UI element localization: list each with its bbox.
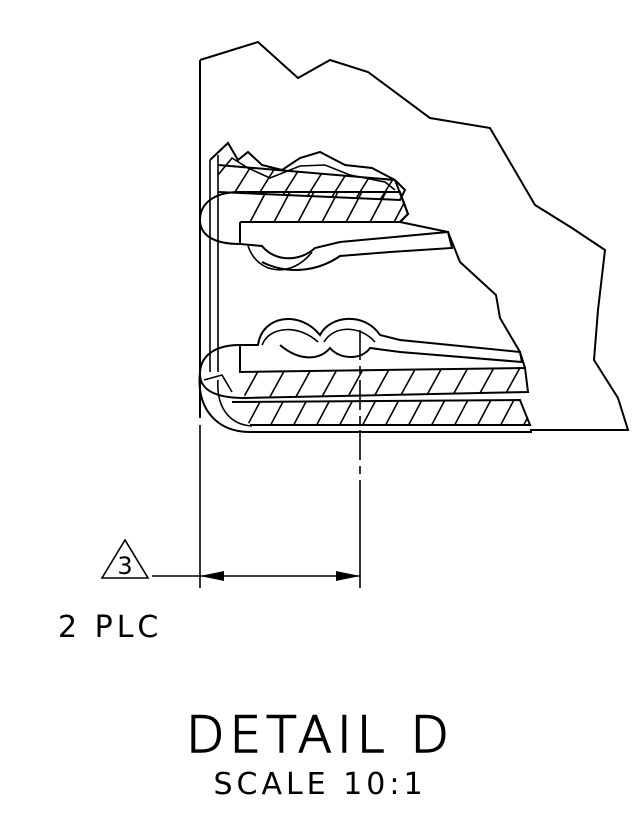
housing-break-outline [199, 40, 630, 431]
top-plate [217, 164, 407, 202]
callout-quantity: 2 PLC [58, 610, 162, 645]
top-wavy-cap-inner [217, 156, 396, 191]
bottom-spring-finger [240, 317, 524, 364]
bottom-end-detail [203, 374, 233, 393]
dimension-arrow-right [336, 571, 360, 581]
bottom-rounded-end [198, 344, 246, 399]
top-rounded-end [198, 191, 241, 245]
bottom-finger-bump-2 [323, 328, 376, 343]
callout-triangle-label: 3 [117, 552, 132, 580]
bottom-body [239, 345, 530, 399]
bottom-plate-hatch [244, 400, 530, 425]
outer-sheet-inner [217, 379, 253, 427]
top-finger-bulb [247, 245, 313, 271]
detail-title: DETAIL D [186, 706, 454, 764]
outer-sheet [198, 371, 532, 433]
detail-scale: SCALE 10:1 [213, 767, 426, 802]
cavity-wall [394, 179, 526, 369]
dimension-arrow-left [200, 571, 224, 581]
top-spring-finger [239, 222, 454, 271]
top-body-hatch [247, 192, 408, 222]
bottom-finger-bump-1 [261, 328, 319, 346]
callout-triangle [100, 538, 150, 579]
